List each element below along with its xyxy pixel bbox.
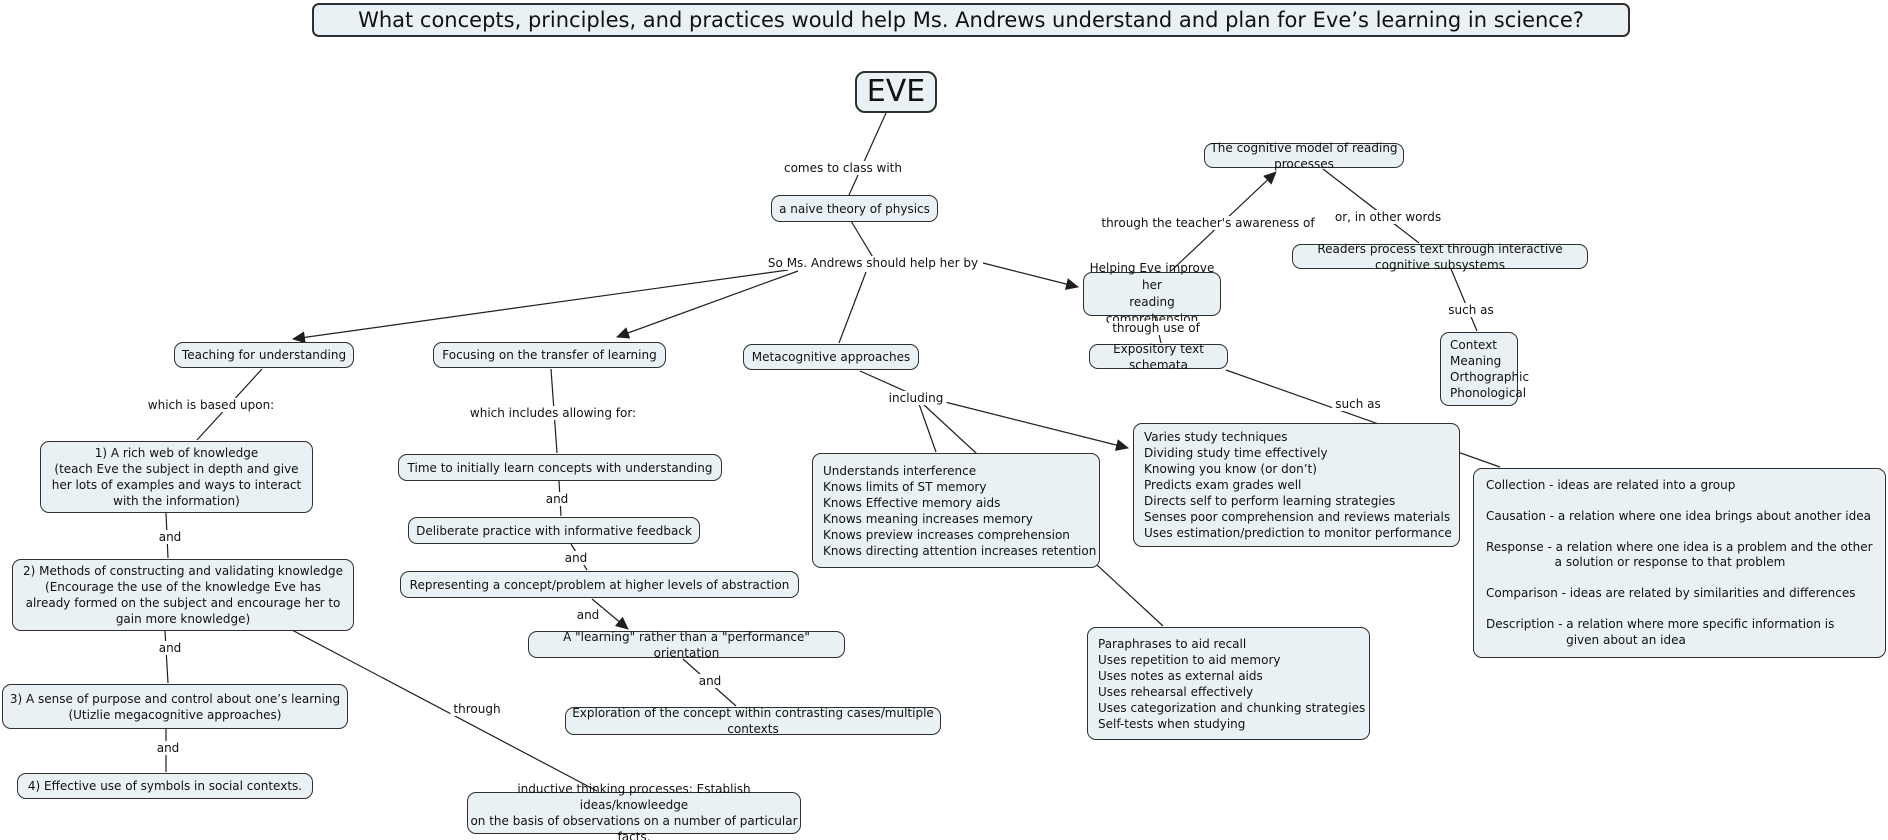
connector-line — [591, 598, 629, 630]
concept-node-expository-schemata[interactable]: Expository text schemata — [1089, 342, 1228, 372]
concept-node-focusing-transfer[interactable]: Focusing on the transfer of learning — [433, 342, 666, 368]
connector-line — [850, 220, 875, 260]
link-label[interactable]: and — [542, 492, 572, 506]
connector-line — [164, 630, 169, 684]
concept-node-metacognitive-approaches[interactable]: Metacognitive approaches — [743, 344, 919, 370]
link-label[interactable]: and — [573, 608, 603, 622]
link-label[interactable]: and — [695, 674, 725, 688]
concept-node-eve[interactable]: EVE — [855, 71, 937, 113]
link-label[interactable]: which includes allowing for: — [466, 406, 640, 420]
concept-node-text-structures[interactable]: Collection - ideas are related into a gr… — [1473, 468, 1886, 658]
connector-line — [918, 403, 937, 453]
connector-line — [1450, 268, 1478, 332]
concept-node-effective-symbols[interactable]: 4) Effective use of symbols in social co… — [17, 773, 313, 799]
link-label[interactable]: So Ms. Andrews should help her by — [764, 256, 982, 270]
concept-node-time-to-learn[interactable]: Time to initially learn concepts with un… — [398, 454, 722, 481]
concept-node-study-skills[interactable]: Varies study techniques Dividing study t… — [1133, 423, 1460, 547]
link-label[interactable]: such as — [1445, 303, 1497, 317]
link-label[interactable]: through the teacher's awareness of — [1098, 216, 1318, 230]
connector-line — [1322, 168, 1420, 244]
concept-node-memory-strategies[interactable]: Paraphrases to aid recall Uses repetitio… — [1087, 627, 1370, 740]
connector-line — [944, 401, 1129, 451]
concept-node-cognitive-model[interactable]: The cognitive model of reading processes — [1204, 141, 1404, 171]
link-label[interactable]: and — [155, 641, 185, 655]
concept-node-metacog-knowledge[interactable]: Understands interference Knows limits of… — [812, 453, 1100, 568]
concept-node-exploration-contexts[interactable]: Exploration of the concept within contra… — [565, 706, 941, 736]
connector-line — [616, 270, 799, 339]
link-label[interactable]: or, in other words — [1331, 210, 1445, 224]
link-label[interactable]: through use of — [1109, 321, 1203, 335]
connector-line — [292, 269, 789, 344]
concept-node-focus-question[interactable]: What concepts, principles, and practices… — [312, 3, 1630, 37]
link-label[interactable]: and — [153, 741, 183, 755]
concept-node-teaching-understanding[interactable]: Teaching for understanding — [174, 342, 354, 368]
connector-line — [291, 629, 598, 792]
concept-node-methods-constructing[interactable]: 2) Methods of constructing and validatin… — [12, 559, 354, 631]
connector-line — [838, 271, 867, 344]
concept-node-inductive-thinking[interactable]: inductive thinking processes: Establish … — [467, 782, 801, 840]
concept-node-learning-orientation[interactable]: A "learning" rather than a "performance"… — [528, 630, 845, 660]
link-label[interactable]: including — [885, 391, 947, 405]
link-label[interactable]: and — [155, 530, 185, 544]
concept-node-readers-subsystems[interactable]: Readers process text through interactive… — [1292, 242, 1588, 272]
link-label[interactable]: comes to class with — [780, 161, 906, 175]
link-label[interactable]: through — [450, 702, 504, 716]
concept-node-rich-web[interactable]: 1) A rich web of knowledge (teach Eve th… — [40, 441, 313, 513]
concept-node-naive-theory[interactable]: a naive theory of physics — [771, 195, 938, 222]
link-label[interactable]: which is based upon: — [144, 398, 278, 412]
concept-node-sense-purpose[interactable]: 3) A sense of purpose and control about … — [2, 684, 348, 729]
connector-line — [982, 262, 1079, 290]
concept-node-helping-eve[interactable]: Helping Eve improve her reading comprehe… — [1083, 261, 1221, 326]
link-label[interactable]: and — [561, 551, 591, 565]
concept-node-deliberate-practice[interactable]: Deliberate practice with informative fee… — [408, 517, 700, 544]
link-label[interactable]: such as — [1332, 397, 1384, 411]
connector-line — [848, 112, 887, 196]
concept-node-representing-abstraction[interactable]: Representing a concept/problem at higher… — [400, 571, 799, 598]
concept-node-subsystems-list[interactable]: Context Meaning Orthographic Phonologica… — [1440, 332, 1529, 406]
